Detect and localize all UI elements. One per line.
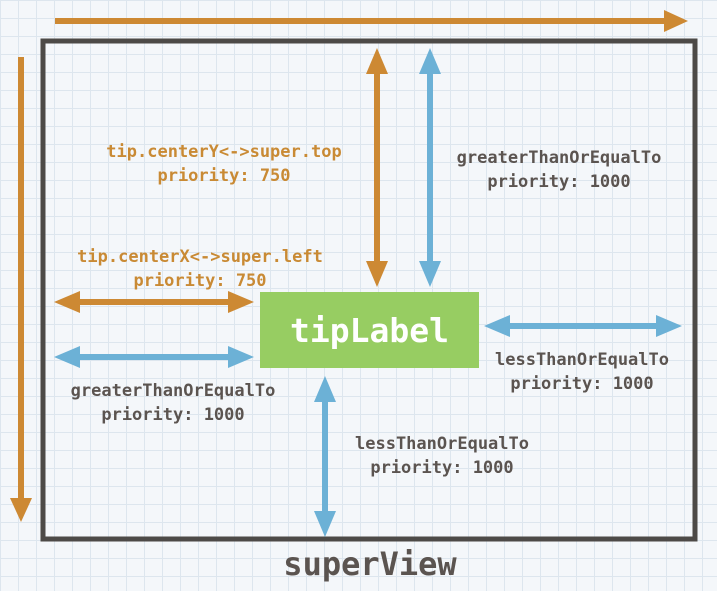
right-constraint-label: lessThanOrEqualTo priority: 1000: [474, 348, 690, 396]
center-y-label: tip.centerY<->super.top priority: 750: [72, 140, 376, 188]
tip-label-box: [260, 292, 479, 368]
center-y-priority: priority: 750: [157, 166, 291, 186]
right-constraint-arrow: [484, 315, 682, 337]
superview-box: [40, 38, 698, 542]
center-y-name: tip.centerY<->super.top: [106, 142, 342, 162]
center-x-label: tip.centerX<->super.left priority: 750: [50, 245, 350, 293]
center-x-name: tip.centerX<->super.left: [77, 247, 323, 267]
bottom-constraint-priority: priority: 1000: [370, 458, 514, 478]
center-x-priority: priority: 750: [133, 271, 267, 291]
right-constraint-name: lessThanOrEqualTo: [495, 350, 669, 370]
center-y-arrow: [366, 48, 388, 287]
bottom-constraint-name: lessThanOrEqualTo: [355, 434, 529, 454]
top-constraint-label: greaterThanOrEqualTo priority: 1000: [432, 146, 686, 194]
left-constraint-priority: priority: 1000: [101, 405, 245, 425]
right-constraint-priority: priority: 1000: [510, 374, 654, 394]
superview-caption: superView: [283, 545, 457, 583]
superview-height-arrow: [10, 57, 32, 522]
left-constraint-label: greaterThanOrEqualTo priority: 1000: [46, 379, 300, 427]
bottom-constraint-arrow: [314, 376, 336, 537]
superview-width-arrow: [55, 10, 688, 32]
top-constraint-name: greaterThanOrEqualTo: [456, 148, 662, 168]
left-constraint-arrow: [54, 346, 254, 368]
left-constraint-name: greaterThanOrEqualTo: [70, 381, 276, 401]
top-constraint-arrow: [419, 48, 441, 287]
center-x-arrow: [54, 291, 254, 313]
bottom-constraint-label: lessThanOrEqualTo priority: 1000: [332, 432, 552, 480]
tip-label-text: tipLabel: [290, 311, 449, 350]
top-constraint-priority: priority: 1000: [487, 172, 631, 192]
